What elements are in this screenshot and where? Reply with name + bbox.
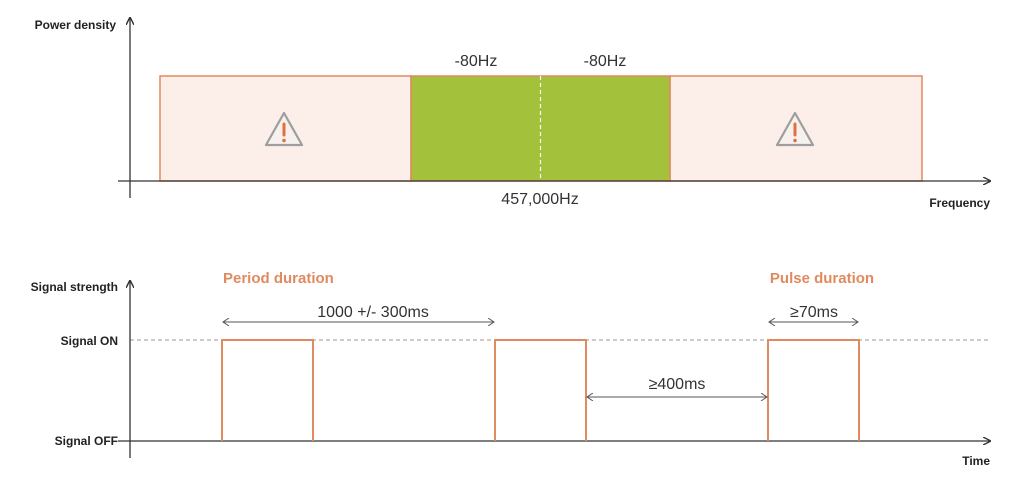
signal-x-axis-title: Time bbox=[962, 454, 990, 468]
spectrum-x-axis-title: Frequency bbox=[929, 196, 990, 210]
signal-y-axis-title: Signal strength bbox=[31, 280, 118, 294]
right-warning-icon bbox=[775, 111, 815, 147]
right-offset-label: -80Hz bbox=[584, 53, 627, 70]
pulse-3 bbox=[767, 339, 860, 441]
signal-on-label: Signal ON bbox=[61, 334, 118, 348]
pulse-duration-title: Pulse duration bbox=[770, 270, 874, 287]
signal-off-label: Signal OFF bbox=[55, 434, 118, 448]
spectrum-diagram: Power density Frequency -80Hz -80Hz 457,… bbox=[35, 18, 991, 210]
period-duration-value: 1000 +/- 300ms bbox=[317, 304, 429, 321]
pulse-duration-value: ≥70ms bbox=[790, 304, 838, 321]
spectrum-y-axis-title: Power density bbox=[35, 18, 117, 32]
period-duration-title: Period duration bbox=[223, 270, 334, 287]
center-frequency-label: 457,000Hz bbox=[501, 191, 578, 208]
gap-duration-value: ≥400ms bbox=[649, 376, 706, 393]
signal-diagram: Signal strength Signal ON Signal OFF Tim… bbox=[31, 270, 991, 468]
pulse-2 bbox=[494, 339, 587, 441]
left-offset-label: -80Hz bbox=[455, 53, 498, 70]
left-warning-icon bbox=[264, 111, 304, 147]
pulse-1 bbox=[221, 339, 314, 441]
